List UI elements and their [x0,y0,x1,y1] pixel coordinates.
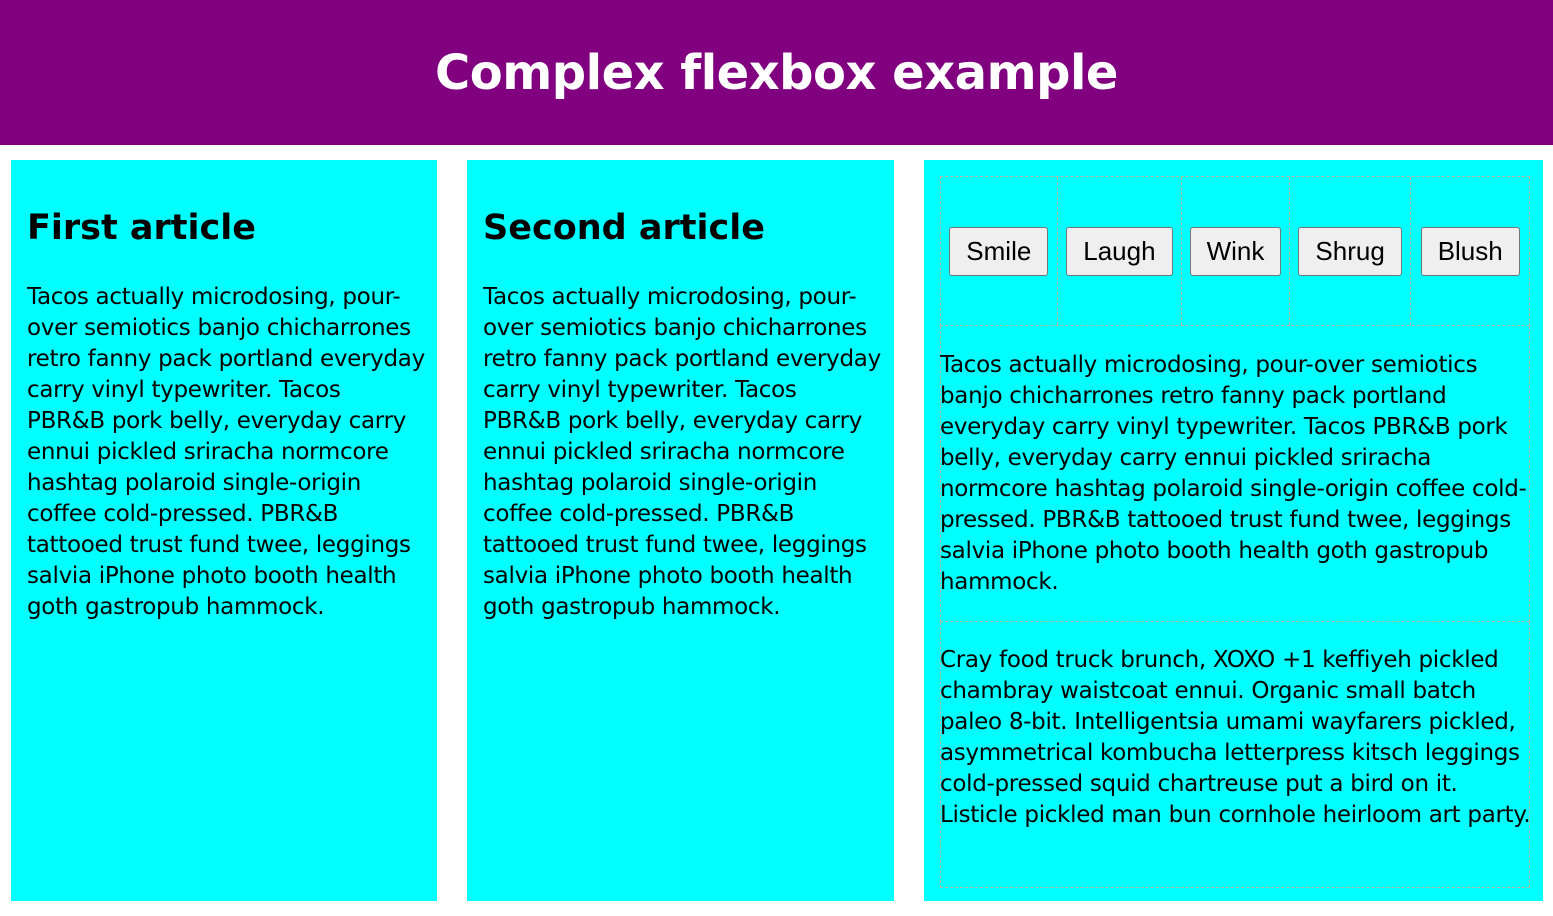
shrug-button[interactable]: Shrug [1298,226,1402,276]
article-body: Tacos actually microdosing, pour-over se… [27,284,425,620]
button-cell: Wink [1182,177,1290,325]
page-title: Complex flexbox example [435,44,1118,101]
button-cell: Laugh [1058,177,1183,325]
paragraph-box: Cray food truck brunch, XOXO +1 keffiyeh… [940,622,1531,888]
article-paragraph: Cray food truck brunch, XOXO +1 keffiyeh… [940,647,1531,828]
article-paragraph: Tacos actually microdosing, pour-over se… [940,352,1527,595]
blush-button[interactable]: Blush [1420,226,1520,276]
article-title: Second article [483,208,765,248]
article-title: First article [27,208,257,248]
second-article: Second article Tacos actually microdosin… [467,160,894,901]
article-body: Tacos actually microdosing, pour-over se… [483,284,881,620]
wink-button[interactable]: Wink [1189,226,1282,276]
button-cell: Blush [1411,177,1529,325]
paragraph-box: Tacos actually microdosing, pour-over se… [940,326,1530,622]
button-cell: Shrug [1290,177,1412,325]
first-article: First article Tacos actually microdosing… [11,160,437,901]
smile-button[interactable]: Smile [949,226,1049,276]
emoji-button-row: Smile Laugh Wink Shrug Blush [940,176,1530,326]
laugh-button[interactable]: Laugh [1066,226,1173,276]
third-article: Smile Laugh Wink Shrug Blush Tacos actua… [924,160,1543,901]
page-header: Complex flexbox example [0,0,1553,145]
button-cell: Smile [941,177,1058,325]
